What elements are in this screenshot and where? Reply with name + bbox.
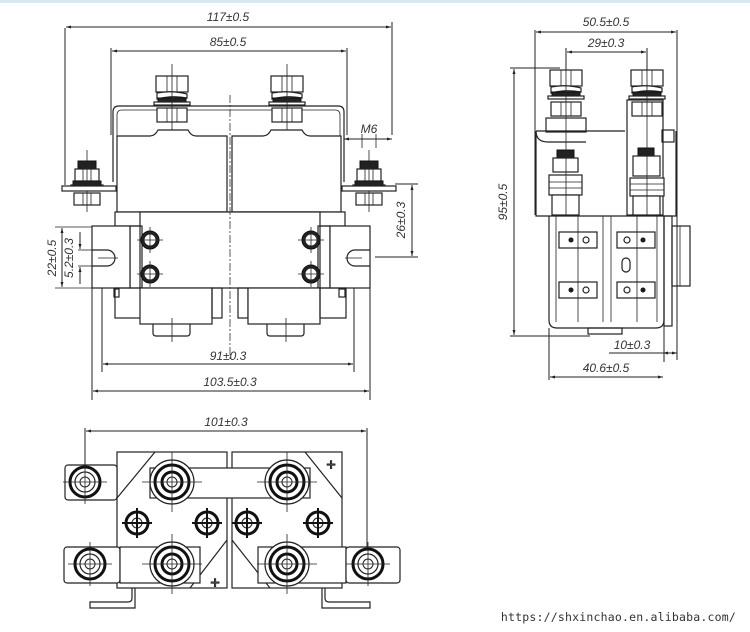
aux-bolt-right <box>352 150 386 212</box>
aux-bolt-left <box>70 150 104 212</box>
dim-overall-width: 117±0.5 <box>64 10 393 185</box>
dim-bracket-offset: 10±0.3 <box>609 326 677 362</box>
dim-text-40-6: 40.6±0.5 <box>583 361 630 375</box>
polarity-plus-mark: + <box>210 575 219 592</box>
dim-text-26: 26±0.3 <box>394 201 408 239</box>
dim-text-22: 22±0.5 <box>45 239 59 277</box>
dim-text-85: 85±0.5 <box>210 35 247 49</box>
dim-mounting-hole-spacing: 91±0.3 <box>103 349 353 366</box>
dim-overall-height: 95±0.5 <box>496 67 590 337</box>
dim-side-terminal-spacing: 29±0.3 <box>565 36 648 70</box>
dim-terminal-spacing: 85±0.5 <box>110 35 348 135</box>
dim-terminal-height: 26±0.3 <box>375 183 418 258</box>
dim-text-117: 117±0.5 <box>207 10 250 24</box>
dim-top-overall-width: 101±0.3 <box>84 415 368 560</box>
main-terminal-bolt <box>153 64 191 135</box>
quick-connect-tab <box>558 281 598 299</box>
dim-text-95: 95±0.5 <box>496 183 510 220</box>
quick-connect-tab <box>558 231 598 249</box>
dim-overall-depth: 50.5±0.5 <box>534 15 678 360</box>
dim-base-width: 103.5±0.3 <box>93 375 369 393</box>
quick-connect-tab <box>616 281 656 299</box>
quick-connect-tab <box>616 231 656 249</box>
dim-text-29: 29±0.3 <box>587 36 625 50</box>
dim-bolt-thread: M6 <box>344 122 392 148</box>
dim-text-50-5: 50.5±0.5 <box>583 15 630 29</box>
dim-text-91: 91±0.3 <box>210 349 247 363</box>
dim-bracket-height: 22±0.5 <box>45 226 92 289</box>
dim-base-depth: 40.6±0.5 <box>548 328 663 380</box>
polarity-plus-mark: + <box>326 457 335 474</box>
watermark-url: https://shxinchao.en.alibaba.com/ <box>500 610 736 624</box>
front-view: 117±0.5 85±0.5 M6 <box>45 10 418 400</box>
main-terminal-bolt <box>268 64 306 135</box>
dim-text-m6: M6 <box>361 122 378 136</box>
dim-text-5-2: 5.2±0.3 <box>62 238 76 278</box>
dim-text-10: 10±0.3 <box>614 338 651 352</box>
dim-slot-width: 5.2±0.3 <box>62 232 92 284</box>
side-view: 50.5±0.5 29±0.3 <box>496 15 691 380</box>
top-border-bar <box>0 0 750 3</box>
top-view: 101±0.3 + + <box>61 415 401 609</box>
dim-text-101: 101±0.3 <box>204 415 248 429</box>
dim-text-103-5: 103.5±0.3 <box>203 375 257 389</box>
